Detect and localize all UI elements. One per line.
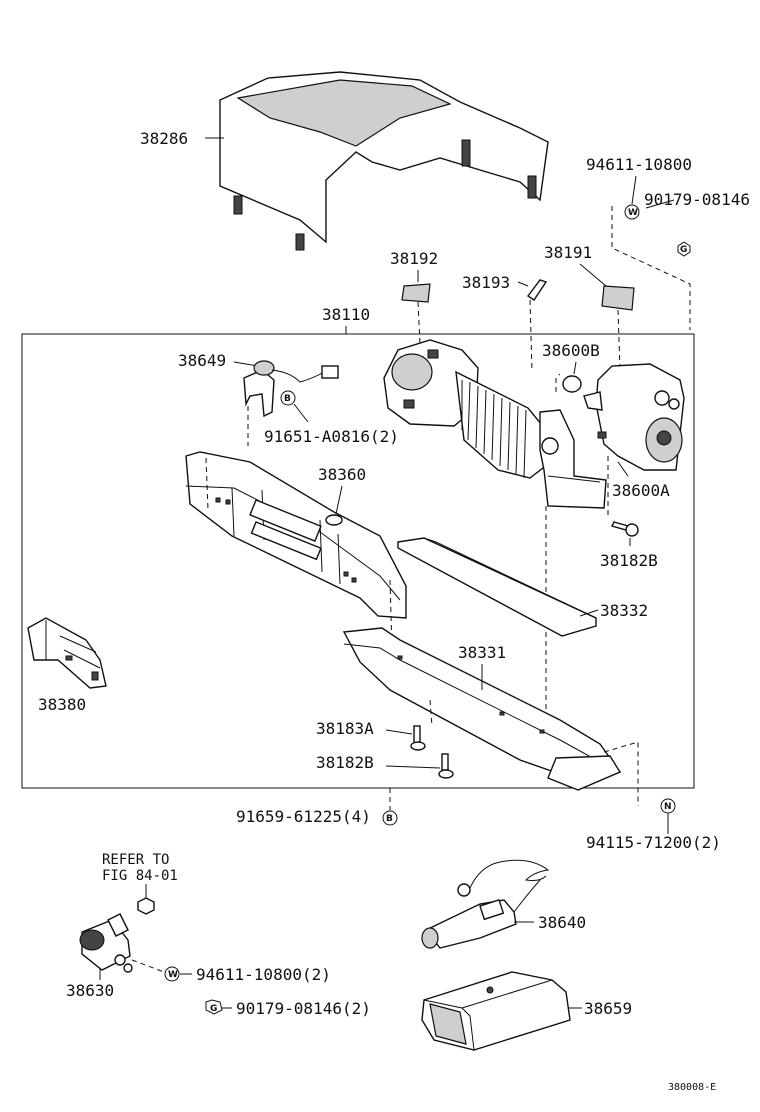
- label-38286: 38286: [140, 129, 188, 148]
- part-38182B-bolt-top[interactable]: [610, 521, 639, 537]
- washer-marker-w-bottom: [164, 966, 180, 982]
- label-91659-61225: 91659-61225(4): [236, 807, 371, 826]
- marker-w-top: W: [628, 208, 638, 218]
- part-38183A-bolt[interactable]: [410, 725, 426, 751]
- part-38191-pad[interactable]: [601, 285, 635, 311]
- label-38193: 38193: [462, 273, 510, 292]
- label-38600B: 38600B: [542, 341, 600, 360]
- part-38193-strip[interactable]: [526, 279, 548, 301]
- marker-w-bottom: W: [168, 970, 178, 980]
- marker-n: N: [664, 802, 672, 812]
- label-38331: 38331: [458, 643, 506, 662]
- part-38286-cover[interactable]: [219, 71, 549, 251]
- marker-b-bottom: B: [386, 814, 393, 824]
- label-38630: 38630: [66, 981, 114, 1000]
- part-actuator-bellows[interactable]: [455, 370, 549, 479]
- part-38331-rail[interactable]: [342, 627, 622, 791]
- washer-marker-w-top: [624, 204, 640, 220]
- bolt-marker-b-sensor: [280, 390, 296, 406]
- label-38182B-top: 38182B: [600, 551, 658, 570]
- label-38110: 38110: [322, 305, 370, 324]
- refer-text-line2: FIG 84-01: [102, 868, 178, 884]
- part-38600B-oring[interactable]: [562, 375, 582, 393]
- label-38649: 38649: [178, 351, 226, 370]
- part-38649-sensor[interactable]: [243, 360, 339, 418]
- label-38192: 38192: [390, 249, 438, 268]
- label-38332: 38332: [600, 601, 648, 620]
- refer-text-line1: REFER TO: [102, 852, 169, 868]
- part-38600A-motor[interactable]: [583, 363, 685, 471]
- part-38182B-bolt-bottom[interactable]: [438, 753, 454, 779]
- part-actuator-bracket[interactable]: [539, 409, 607, 509]
- label-38183A: 38183A: [316, 719, 374, 738]
- bolt-marker-b-bottom: [382, 810, 398, 826]
- marker-g-bottom: G: [210, 1004, 217, 1014]
- label-38182B-bottom: 38182B: [316, 753, 374, 772]
- part-38332-plate[interactable]: [397, 537, 597, 637]
- nut-ref-fig[interactable]: [137, 897, 155, 915]
- label-94115-71200: 94115-71200(2): [586, 833, 721, 852]
- diagram-code: 380008-E: [668, 1082, 716, 1093]
- part-38380-bracket[interactable]: [27, 617, 107, 689]
- marker-b-sensor: B: [284, 394, 291, 404]
- part-38630-solenoid[interactable]: [79, 913, 133, 973]
- label-38191: 38191: [544, 243, 592, 262]
- label-38360: 38360: [318, 465, 366, 484]
- label-38380: 38380: [38, 695, 86, 714]
- part-38360-crossmember[interactable]: [185, 451, 407, 619]
- label-38640: 38640: [538, 913, 586, 932]
- label-91651-A0816: 91651-A0816(2): [264, 427, 399, 446]
- label-90179-08146-bottom: 90179-08146(2): [236, 999, 371, 1018]
- label-38659: 38659: [584, 999, 632, 1018]
- label-38600A: 38600A: [612, 481, 670, 500]
- nut-marker-g-top: [677, 241, 691, 257]
- nut-marker-g-bottom: [205, 999, 223, 1015]
- part-38192-pad[interactable]: [401, 283, 431, 303]
- part-38640-switch[interactable]: [421, 859, 550, 949]
- label-94611-10800-bottom: 94611-10800(2): [196, 965, 331, 984]
- part-38659-case[interactable]: [421, 971, 571, 1051]
- label-94611-10800-top: 94611-10800: [586, 155, 692, 174]
- marker-g-top: G: [680, 245, 687, 255]
- assembly-38110-frame: [21, 333, 695, 789]
- label-90179-08146-top: 90179-08146: [644, 190, 750, 209]
